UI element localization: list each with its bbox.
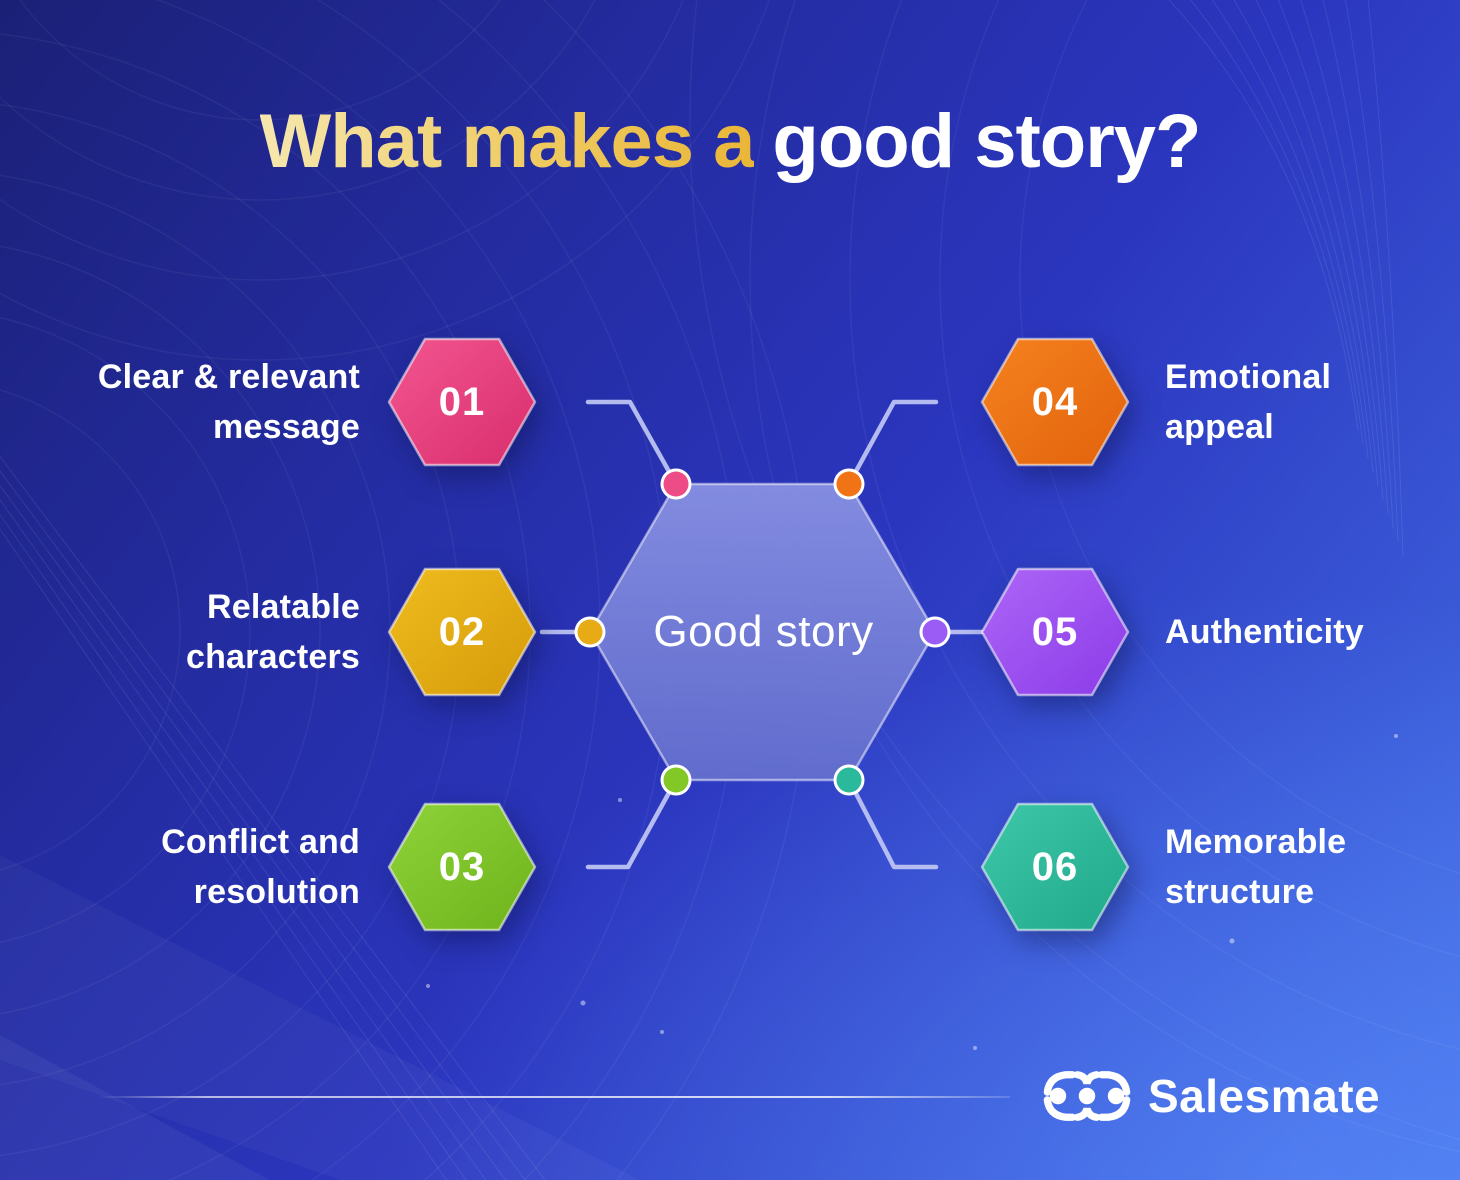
vertex-dot-1	[663, 471, 689, 497]
step-number: 01	[438, 379, 486, 424]
hexagon-02: 02	[387, 567, 537, 697]
title-rest: good story?	[772, 99, 1201, 184]
connector-line-3	[585, 777, 679, 870]
vertex-dot-2	[577, 619, 603, 645]
step-number: 06	[1031, 844, 1079, 889]
vertex-dot-3	[663, 767, 689, 793]
connector-line-4	[846, 399, 939, 487]
corner-wedges	[0, 1035, 270, 1180]
brand-logo: Salesmate	[1042, 1066, 1380, 1126]
hexagon-03: 03	[387, 802, 537, 932]
hexagon-01: 01	[387, 337, 537, 467]
vertex-dot-6	[836, 767, 862, 793]
salesmate-logo-icon	[1043, 1071, 1131, 1121]
item-label-5: Authenticity	[1165, 613, 1364, 651]
step-number: 03	[438, 844, 486, 889]
vertex-dot-5	[922, 619, 948, 645]
connector-line-1	[585, 399, 679, 487]
hexagon-06: 06	[980, 802, 1130, 932]
hexagon-04: 04	[980, 337, 1130, 467]
vertex-dot-4	[836, 471, 862, 497]
step-number: 05	[1031, 609, 1079, 654]
step-number: 02	[438, 609, 486, 654]
title-highlight: What makes a	[259, 99, 756, 184]
thread-lines	[0, 0, 1404, 1180]
footer-divider	[98, 1096, 1010, 1098]
step-number: 04	[1031, 379, 1079, 424]
connector-line-6	[846, 777, 939, 870]
vertex-dots	[574, 468, 951, 796]
brand-name: Salesmate	[1148, 1070, 1381, 1122]
hexagon-05: 05	[980, 567, 1130, 697]
center-hexagon-label: Good story	[653, 607, 874, 656]
